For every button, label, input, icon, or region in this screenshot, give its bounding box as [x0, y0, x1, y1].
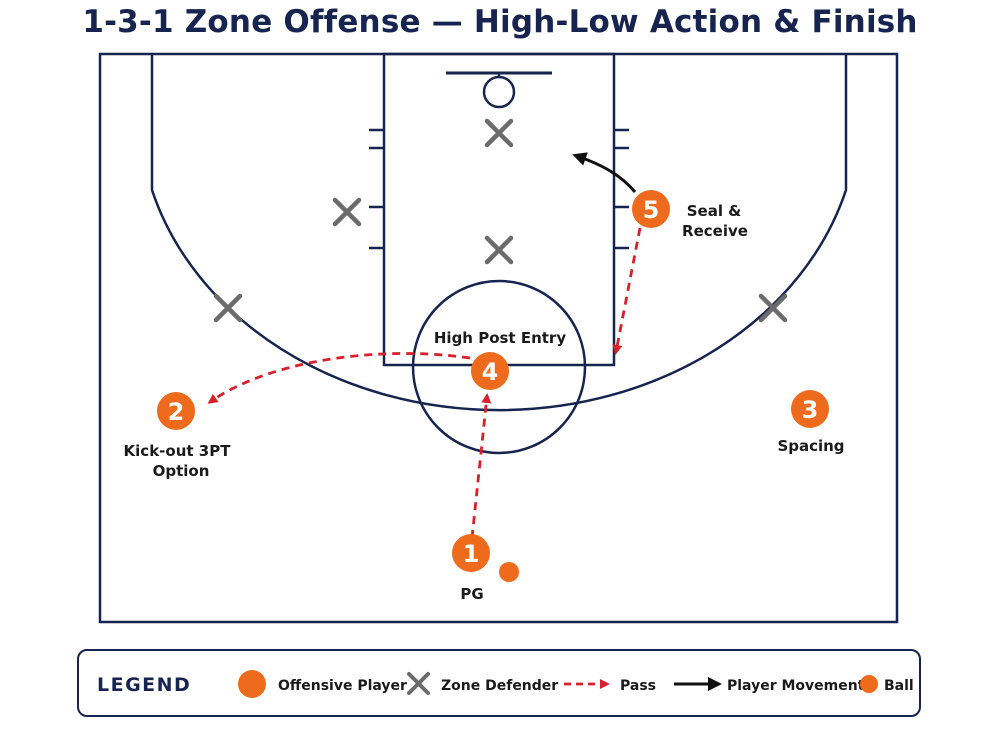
player-number: 5	[643, 196, 660, 224]
three-point-arc	[150, 54, 848, 412]
offensive-player-icon	[471, 352, 509, 390]
offensive-player-4: 4 High Post Entry	[434, 329, 566, 390]
offensive-player-2: 2 Kick-out 3PT Option	[124, 392, 232, 480]
free-throw-circle	[411, 279, 587, 455]
movement-arrow-5-seal	[572, 152, 637, 193]
pass-4-to-2	[207, 352, 471, 404]
diagram-title: 1-3-1 Zone Offense — High-Low Action & F…	[82, 4, 918, 40]
offensive-player-icon	[157, 392, 195, 430]
legend-pass-label: Pass	[620, 678, 656, 694]
offensive-player-icon	[452, 534, 490, 572]
player-number: 4	[482, 358, 499, 386]
legend-ball-icon	[860, 675, 878, 693]
zone-defender-icon	[484, 118, 514, 148]
legend-offensive-player-icon	[238, 670, 266, 698]
player-label-line-1: Kick-out 3PT	[124, 442, 232, 460]
offensive-player-icon	[791, 390, 829, 428]
ball-icon	[499, 562, 519, 582]
player-number: 2	[168, 398, 185, 426]
legend-box: LEGEND Offensive Player Zone Defender Pa…	[77, 649, 921, 717]
pass-1-to-4	[470, 393, 492, 539]
court-lines	[98, 52, 899, 624]
player-label: Spacing	[777, 437, 844, 455]
player-number: 3	[802, 396, 819, 424]
offensive-player-5: 5 Seal & Receive	[632, 190, 748, 240]
zone-defender-icon	[332, 197, 362, 227]
legend-zone-defender-label: Zone Defender	[441, 678, 558, 694]
zone-defender-icon	[758, 293, 788, 323]
offensive-player-3: 3 Spacing	[777, 390, 845, 455]
legend-offensive-player-label: Offensive Player	[278, 678, 407, 694]
zone-defender-icon	[213, 293, 243, 323]
player-number: 1	[463, 540, 480, 568]
court-diagram: 1 PG 2 Kick-out 3PT Option 3 Spacing 4 H…	[98, 52, 899, 624]
player-label-line-1: Seal &	[687, 202, 742, 220]
player-label: High Post Entry	[434, 329, 566, 347]
legend-zone-defender-icon	[407, 672, 430, 695]
zone-defender-icon	[484, 235, 514, 265]
legend-title: LEGEND	[97, 674, 191, 696]
offensive-player-icon	[632, 190, 670, 228]
paint-lane	[382, 52, 616, 367]
offensive-player-1: 1 PG	[452, 534, 490, 603]
rim	[482, 75, 516, 109]
legend-movement-label: Player Movement	[727, 678, 865, 694]
legend-ball-label: Ball	[884, 678, 914, 694]
player-label-line-2: Option	[153, 462, 210, 480]
player-label-line-2: Receive	[682, 222, 748, 240]
pass-5-to-4	[612, 227, 642, 355]
player-label: PG	[460, 585, 483, 603]
